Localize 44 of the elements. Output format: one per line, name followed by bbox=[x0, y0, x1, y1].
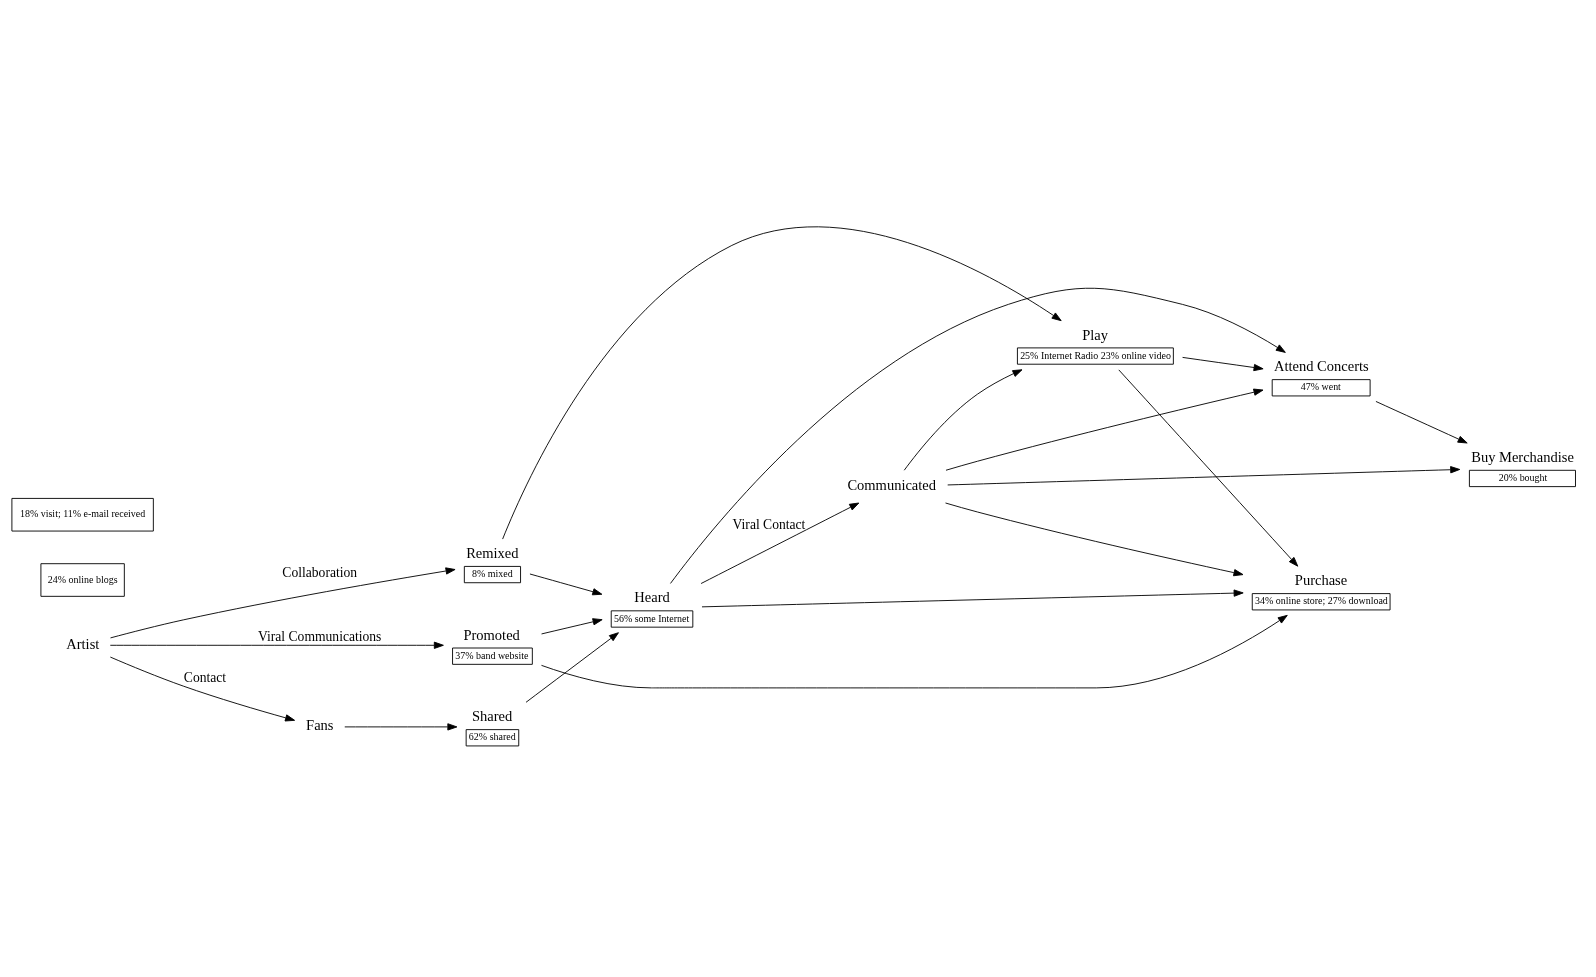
node-box: 56% some Internet bbox=[610, 609, 694, 628]
node-box: 24% online blogs bbox=[40, 562, 125, 597]
arrow bbox=[947, 465, 1461, 485]
arrow bbox=[344, 722, 458, 731]
arrow bbox=[109, 656, 296, 721]
arrow bbox=[541, 614, 1288, 688]
node-text: Artist bbox=[66, 635, 100, 652]
arrow bbox=[700, 502, 860, 584]
node-text: Fans bbox=[306, 716, 334, 733]
edge-label: Viral Contact bbox=[732, 516, 806, 532]
arrow bbox=[670, 287, 1286, 584]
node-box: 8% mixed bbox=[463, 565, 521, 583]
edge-label: Collaboration bbox=[282, 564, 358, 580]
node-box: 18% visit; 11% e-mail received bbox=[11, 497, 154, 531]
edge-label: Contact bbox=[183, 669, 227, 685]
node-box: 25% Internet Radio 23% online video bbox=[1016, 346, 1174, 365]
edge-label: Viral Communications bbox=[258, 628, 382, 644]
arrow bbox=[903, 368, 1023, 471]
node-label: Play bbox=[1082, 326, 1109, 343]
node-label: Attend Concerts bbox=[1274, 357, 1369, 374]
arrow bbox=[525, 631, 619, 703]
arrow bbox=[502, 225, 1062, 539]
arrow bbox=[701, 589, 1244, 607]
arrow bbox=[1375, 400, 1468, 443]
node-box: 47% went bbox=[1271, 378, 1371, 396]
node-label: Heard bbox=[634, 588, 670, 605]
node-box: 62% shared bbox=[465, 728, 520, 746]
node-text: Communicated bbox=[847, 476, 937, 493]
arrow bbox=[945, 388, 1264, 471]
node-box: 34% online store; 27% download bbox=[1251, 592, 1391, 610]
arrow bbox=[945, 502, 1244, 576]
arrow bbox=[110, 566, 456, 638]
node-label: Purchase bbox=[1294, 571, 1348, 588]
arrow bbox=[109, 641, 444, 649]
node-label: Buy Merchandise bbox=[1471, 448, 1574, 465]
arrow bbox=[529, 573, 603, 595]
node-box: 20% bought bbox=[1468, 469, 1576, 487]
node-label: Remixed bbox=[466, 544, 519, 561]
node-label: Promoted bbox=[463, 626, 520, 643]
arrow bbox=[541, 617, 603, 634]
node-box: 37% band website bbox=[452, 647, 533, 665]
arrow bbox=[1118, 368, 1299, 567]
node-label: Shared bbox=[472, 707, 513, 724]
arrow bbox=[1182, 356, 1264, 371]
